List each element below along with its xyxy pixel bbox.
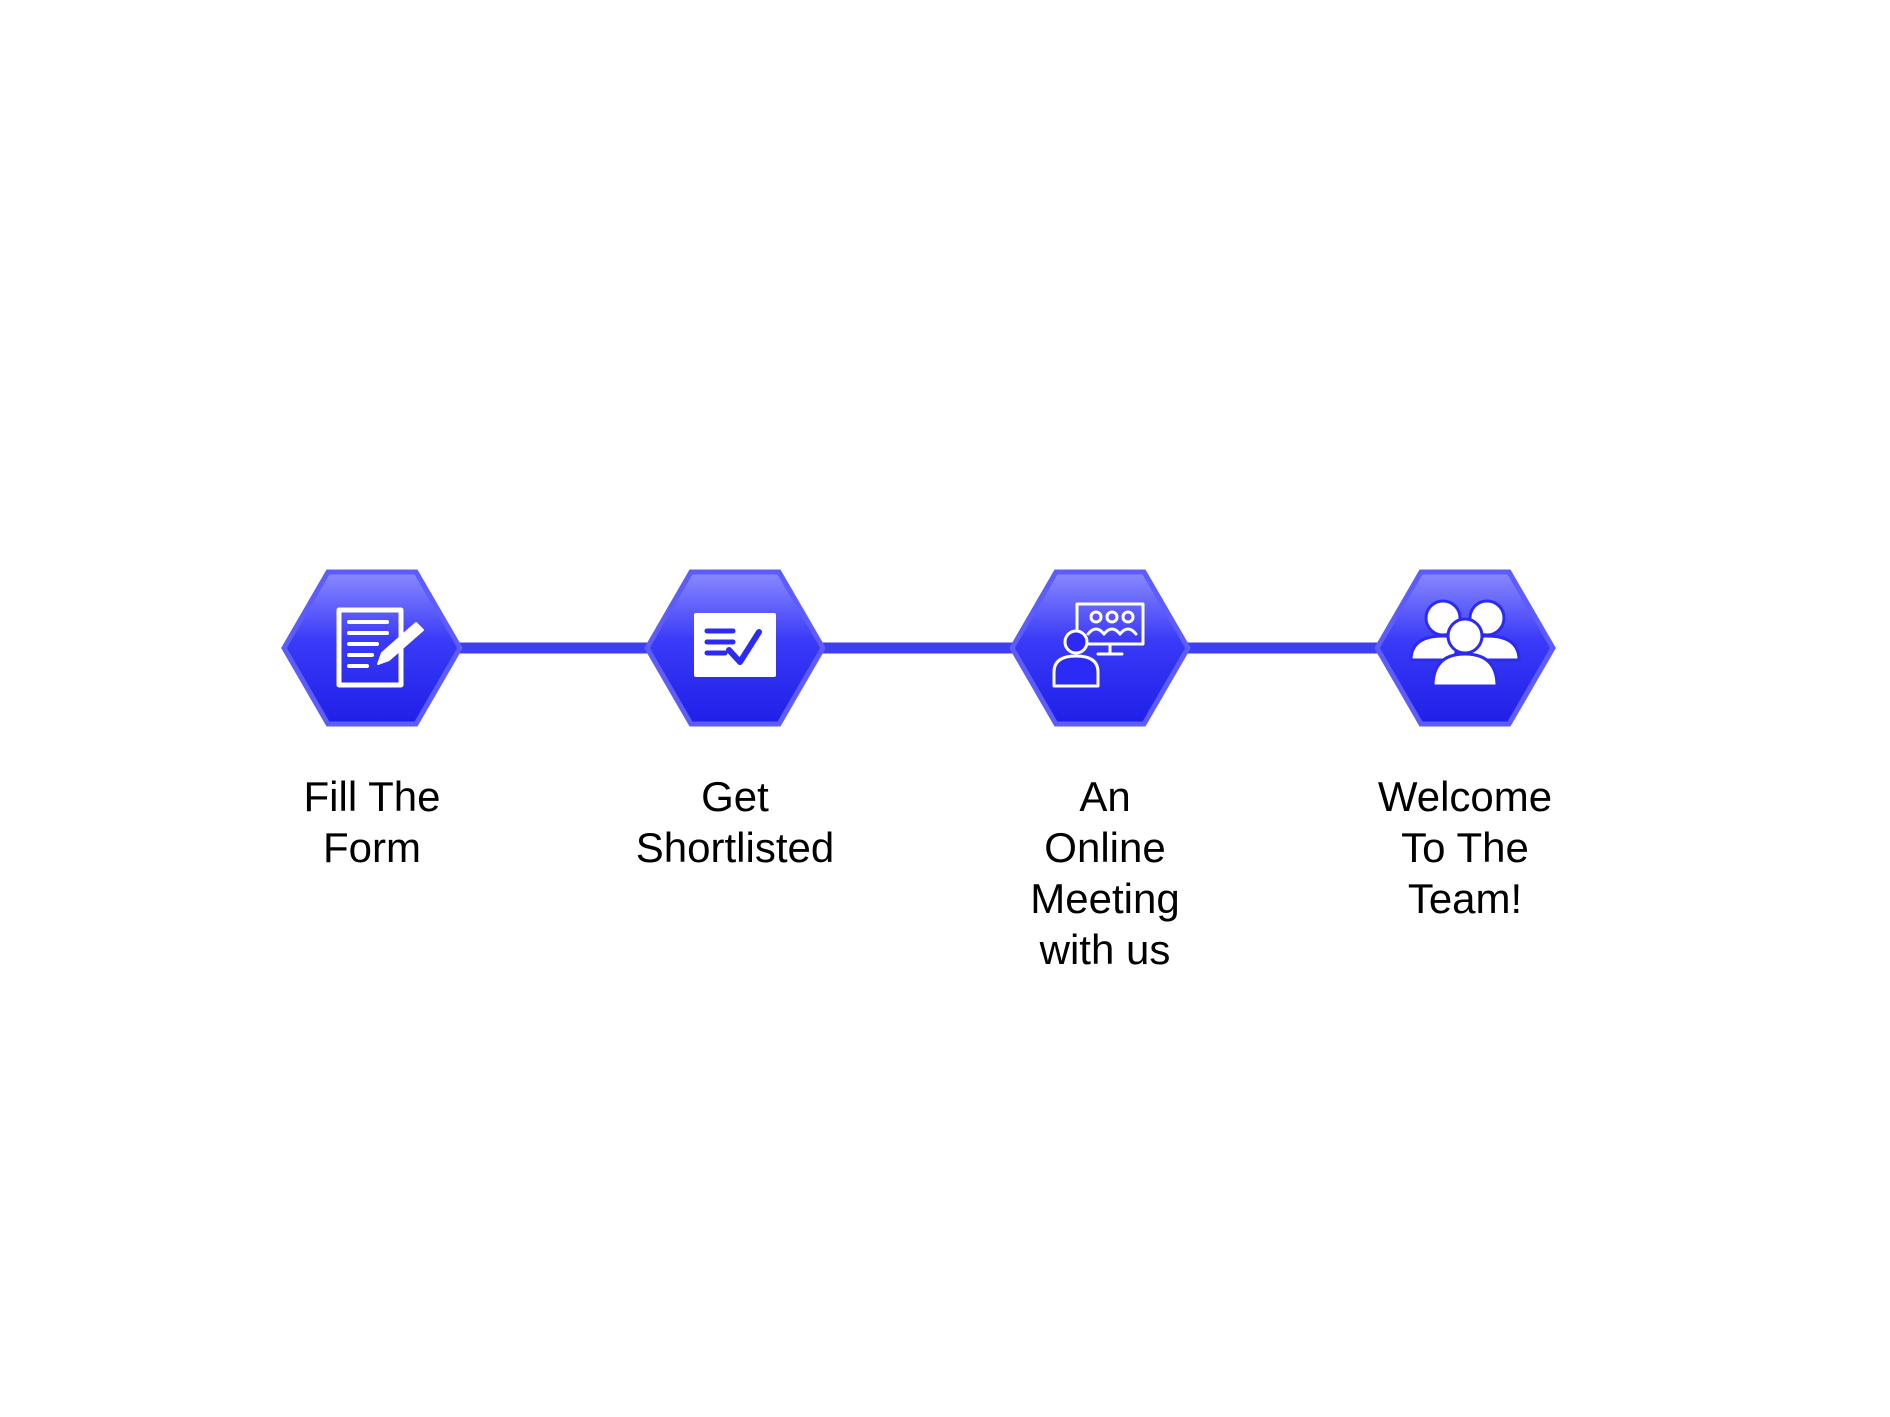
step-3-hexagon <box>1009 569 1191 727</box>
step-2 <box>644 569 826 727</box>
step-2-label: Get Shortlisted <box>635 773 835 871</box>
step-3 <box>1009 569 1191 727</box>
video-meeting-icon <box>1052 602 1145 688</box>
step-1-hexagon <box>281 569 463 727</box>
step-1-label: Fill The Form <box>303 773 441 871</box>
step-1 <box>281 569 463 727</box>
step-3-label: An Online Meeting with us <box>1030 773 1180 973</box>
team-group-icon <box>1409 599 1521 688</box>
step-4 <box>1374 569 1556 727</box>
checklist-card-icon <box>694 613 776 677</box>
form-edit-icon <box>336 607 424 688</box>
step-4-label: Welcome To The Team! <box>1377 773 1553 922</box>
